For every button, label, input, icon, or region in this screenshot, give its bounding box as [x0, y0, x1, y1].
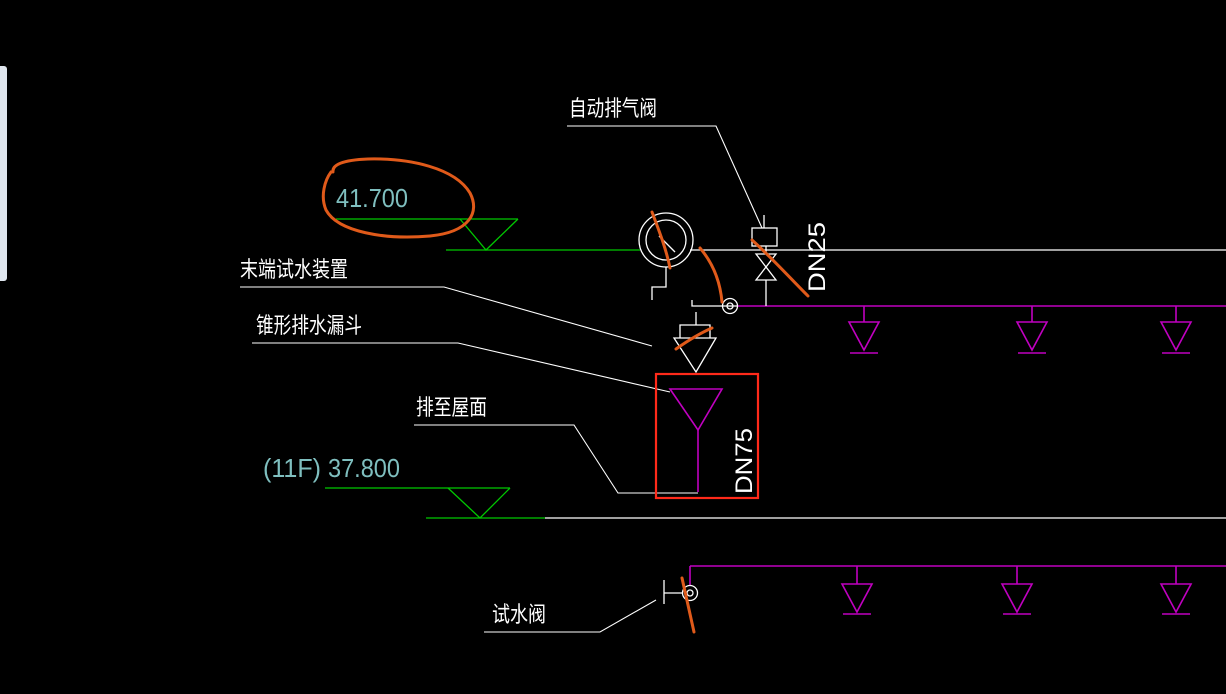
- elevation-mark-floor: (11F) 37.800: [263, 453, 511, 519]
- highlight-box: [654, 372, 760, 500]
- lower-sprinkler-branch: [689, 565, 1226, 615]
- elevation-floor-text: 37.800: [328, 453, 400, 483]
- pipe-size-vent: DN25: [804, 222, 831, 292]
- annotation-circle-elevation: [321, 157, 476, 239]
- pipe-size-drain: DN75: [731, 428, 758, 494]
- label-air-vent: 自动排气阀: [569, 97, 657, 122]
- air-vent-valve: [751, 215, 778, 306]
- upper-sprinkler-branch: [737, 305, 1226, 354]
- elevation-floor-prefix: (11F): [263, 453, 321, 483]
- label-test-valve: 试水阀: [492, 603, 546, 628]
- annotation-stroke-funnel: [674, 326, 714, 351]
- test-valve-symbol: [663, 580, 699, 604]
- annotation-stroke-test-valve: [680, 576, 696, 634]
- elevation-mark-roof: 41.700: [336, 183, 519, 251]
- annotation-stroke-device: [698, 246, 724, 304]
- label-funnel: 锥形排水漏斗: [256, 314, 362, 339]
- annotation-stroke-vent: [750, 238, 810, 298]
- elevation-roof-text: 41.700: [336, 183, 408, 213]
- pressure-gauge: [638, 212, 694, 276]
- label-to-roof: 排至屋面: [416, 396, 487, 421]
- end-test-device: [651, 276, 739, 374]
- annotation-stroke-gauge: [650, 210, 672, 270]
- cone-drain-funnel: [668, 388, 724, 492]
- hand-annotations: [321, 157, 810, 634]
- label-end-test: 末端试水装置: [240, 258, 348, 283]
- window-edge-tab[interactable]: [0, 66, 7, 281]
- leader-lines: [240, 125, 763, 633]
